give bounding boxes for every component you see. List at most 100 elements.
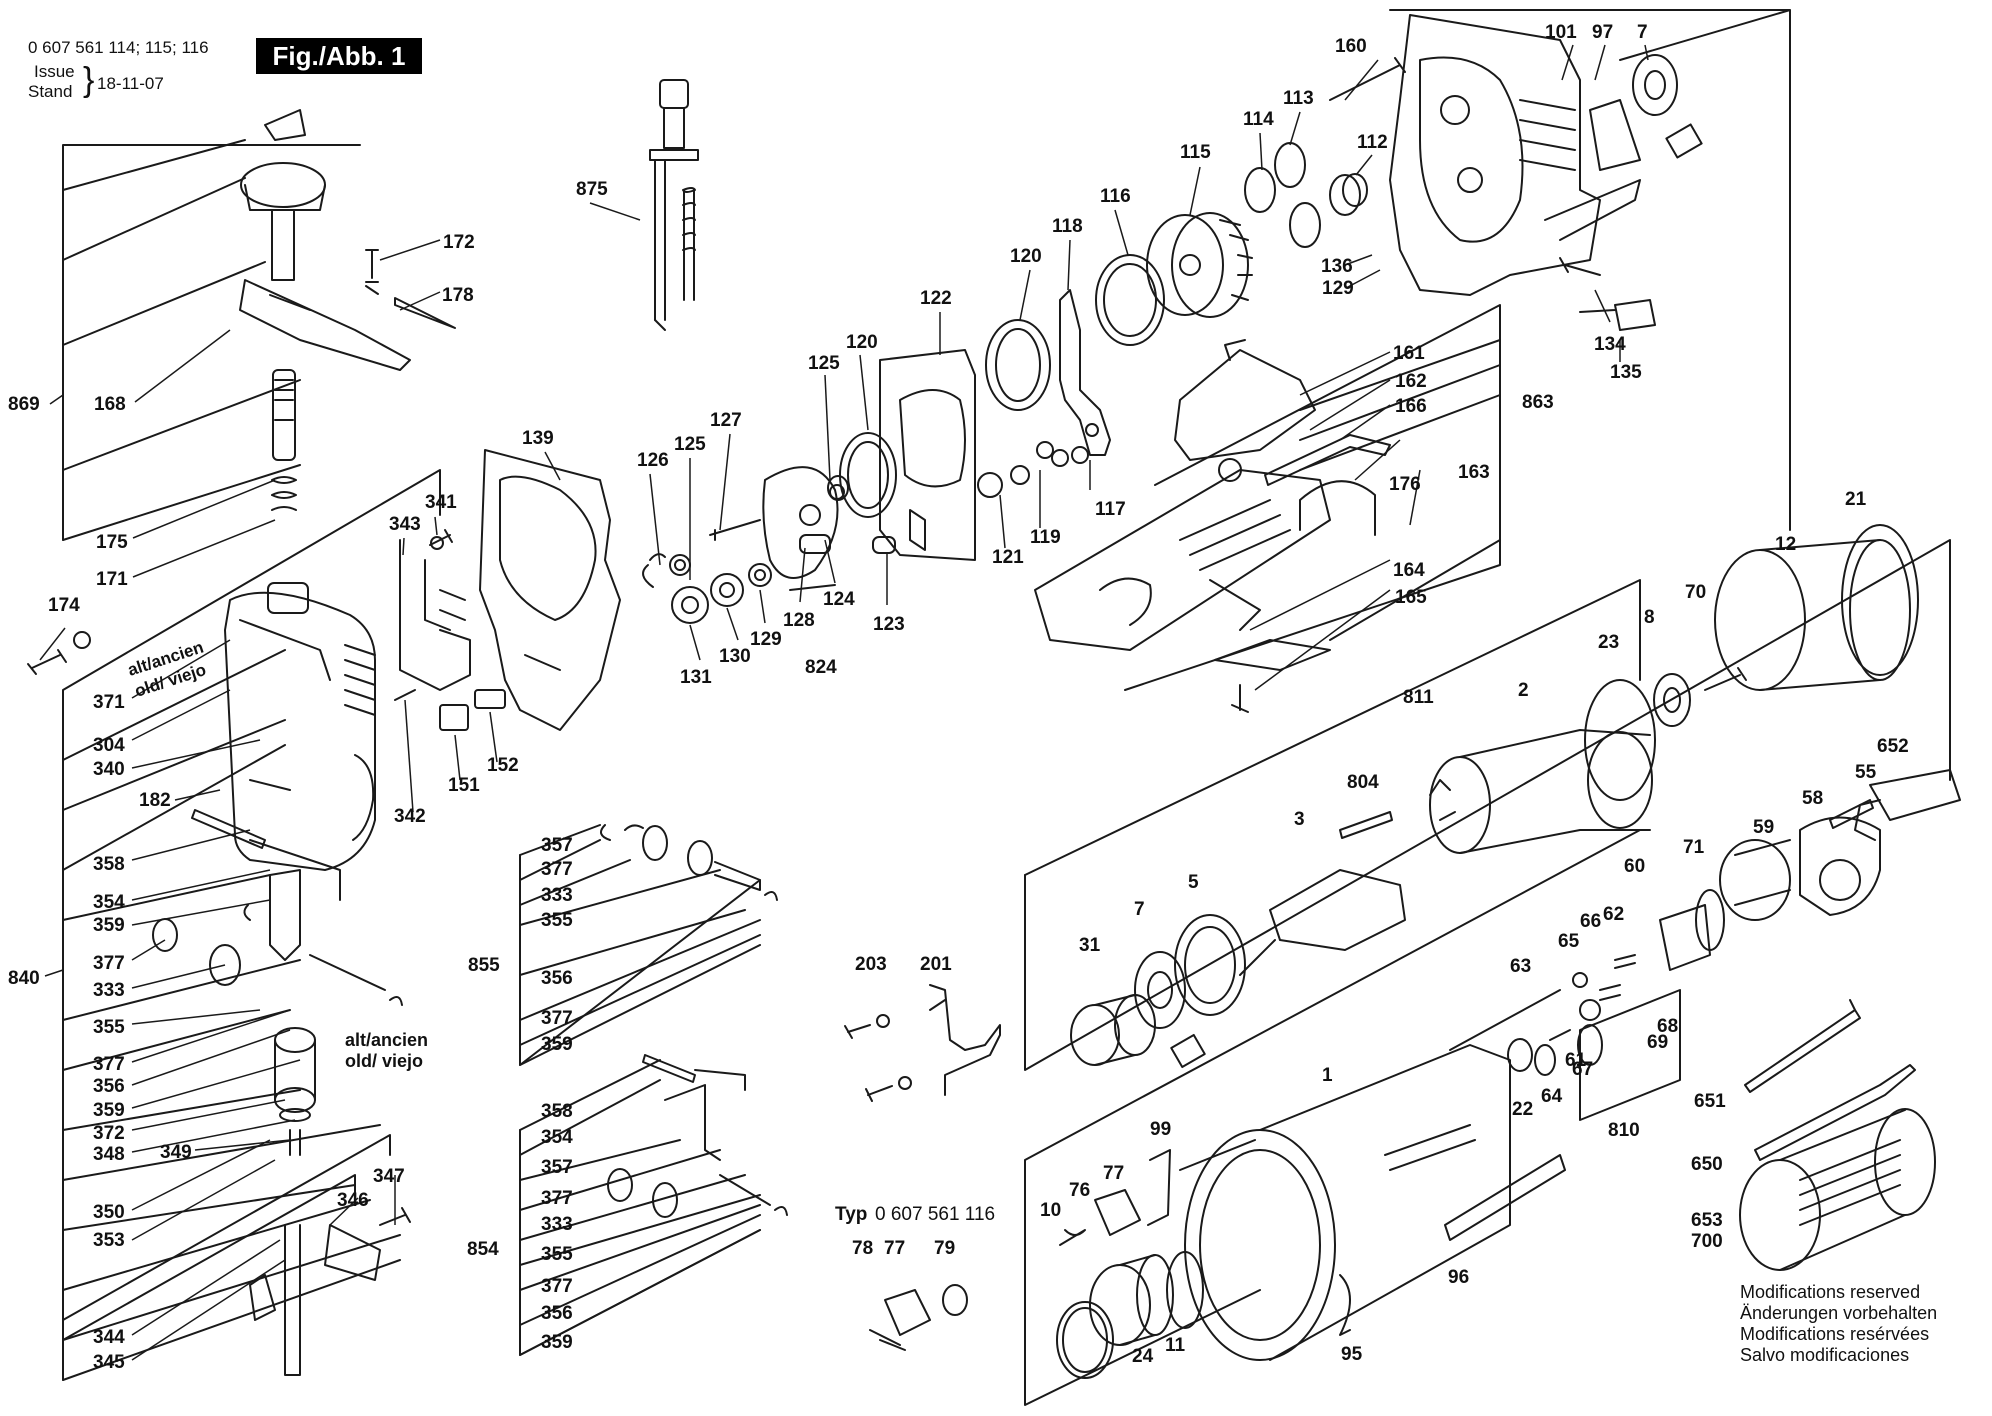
part-clip-176: [1299, 480, 1376, 536]
part-cover-24: [1089, 1254, 1174, 1346]
part-label: 875: [576, 179, 608, 200]
part-label: 377: [93, 1054, 125, 1075]
part-label: 162: [1395, 371, 1427, 392]
issue-brace: }: [83, 61, 95, 99]
part-gear-115: [1146, 212, 1253, 318]
bearing-symbol: [1170, 1033, 1206, 1069]
part-label: 2: [1518, 680, 1529, 701]
part-ring-10: [1056, 1301, 1114, 1379]
part-label: 340: [93, 759, 125, 780]
leader-line: [131, 1099, 286, 1131]
leader-line: [1299, 351, 1391, 396]
part-label: 355: [541, 1244, 573, 1265]
part-label: 10: [1040, 1200, 1061, 1221]
part-clamp: [239, 109, 411, 371]
frame-lower: [1024, 829, 1641, 1406]
part-label: 60: [1624, 856, 1645, 877]
part-bearing-8: [1653, 673, 1691, 727]
part-label: 76: [1069, 1180, 1090, 1201]
part-label: 350: [93, 1202, 125, 1223]
leader-line: [404, 699, 414, 813]
leader-line: [1189, 166, 1201, 216]
note-alt-2: alt/ancien: [345, 1030, 428, 1050]
leader-line: [1114, 209, 1129, 256]
leader-line: [799, 547, 806, 603]
part-label: 135: [1610, 362, 1642, 383]
part-label: 333: [541, 1214, 573, 1235]
part-ring-5: [1174, 914, 1246, 1016]
part-washer-22: [1507, 1038, 1533, 1072]
part-screw-70: [1704, 667, 1747, 691]
part-label: 377: [93, 953, 125, 974]
part-label: 353: [93, 1230, 125, 1251]
part-label: 129: [750, 629, 782, 650]
part-label: 356: [541, 1303, 573, 1324]
part-label: 123: [873, 614, 905, 635]
part-screw-160: [1329, 57, 1406, 101]
part-strip-99: [1147, 1149, 1171, 1226]
leader-line: [131, 1259, 286, 1361]
leader-line: [131, 939, 166, 961]
part-label: 354: [541, 1127, 573, 1148]
leader-line: [544, 451, 561, 481]
leader-line: [1409, 469, 1421, 526]
part-label: 359: [541, 1332, 573, 1353]
part-label: 346: [337, 1190, 369, 1211]
leader-line: [131, 1139, 271, 1211]
part-label: 128: [783, 610, 815, 631]
note-typ-prefix: Typ: [835, 1204, 867, 1225]
part-label: 377: [541, 1276, 573, 1297]
modifications-line: Modifications reserved: [1740, 1282, 1921, 1302]
part-filter-653: [1739, 1108, 1936, 1271]
leader-line: [134, 329, 231, 403]
leader-line: [131, 1029, 291, 1086]
part-label: 136: [1321, 256, 1353, 277]
leader-line: [131, 964, 226, 989]
part-ring-64: [1534, 1044, 1556, 1076]
part-label: 3: [1294, 809, 1305, 830]
part-label: 203: [855, 954, 887, 975]
part-label: 8: [1644, 607, 1655, 628]
part-screw-165: [1214, 639, 1331, 713]
part-label: 358: [541, 1101, 573, 1122]
leader-line: [131, 1119, 296, 1153]
part-pin-178: [394, 297, 456, 329]
leader-line: [689, 624, 701, 661]
part-label: 348: [93, 1144, 125, 1165]
part-roller-assembly-855: [600, 824, 778, 901]
part-label: 77: [884, 1238, 905, 1259]
part-label: 66: [1580, 911, 1601, 932]
part-label: 840: [8, 968, 40, 989]
leader-line: [1067, 239, 1071, 291]
frame-863: [1124, 304, 1501, 691]
leader-line: [649, 473, 661, 566]
part-label: 126: [637, 450, 669, 471]
part-label: 125: [674, 434, 706, 455]
part-ring-11: [1166, 1251, 1204, 1329]
part-shroud-58: [1799, 816, 1881, 916]
part-label: 5: [1188, 872, 1199, 893]
part-screw-347: [379, 1207, 411, 1226]
leader-line: [726, 607, 739, 641]
part-lever-161: [1174, 339, 1316, 461]
part-label: 651: [1694, 1091, 1726, 1112]
leader-line: [1594, 44, 1606, 81]
leader-line: [1354, 439, 1401, 481]
part-screw-174: [27, 631, 91, 675]
part-screw-342: [394, 689, 416, 701]
part-plate-122: [872, 349, 976, 561]
part-ring-21: [1841, 524, 1919, 676]
part-label: 121: [992, 547, 1024, 568]
leader-line: [132, 479, 276, 539]
part-label: 161: [1393, 343, 1425, 364]
part-label: 855: [468, 955, 500, 976]
part-washer-112: [1342, 173, 1368, 207]
frame-motor: [1024, 539, 1951, 1071]
part-label: 99: [1150, 1119, 1171, 1140]
part-lever-135: [1579, 299, 1656, 331]
leader-line: [131, 869, 271, 901]
part-label: 130: [719, 646, 751, 667]
part-label: 869: [8, 394, 40, 415]
part-gasket-139: [479, 449, 621, 731]
part-label: 175: [96, 532, 128, 553]
